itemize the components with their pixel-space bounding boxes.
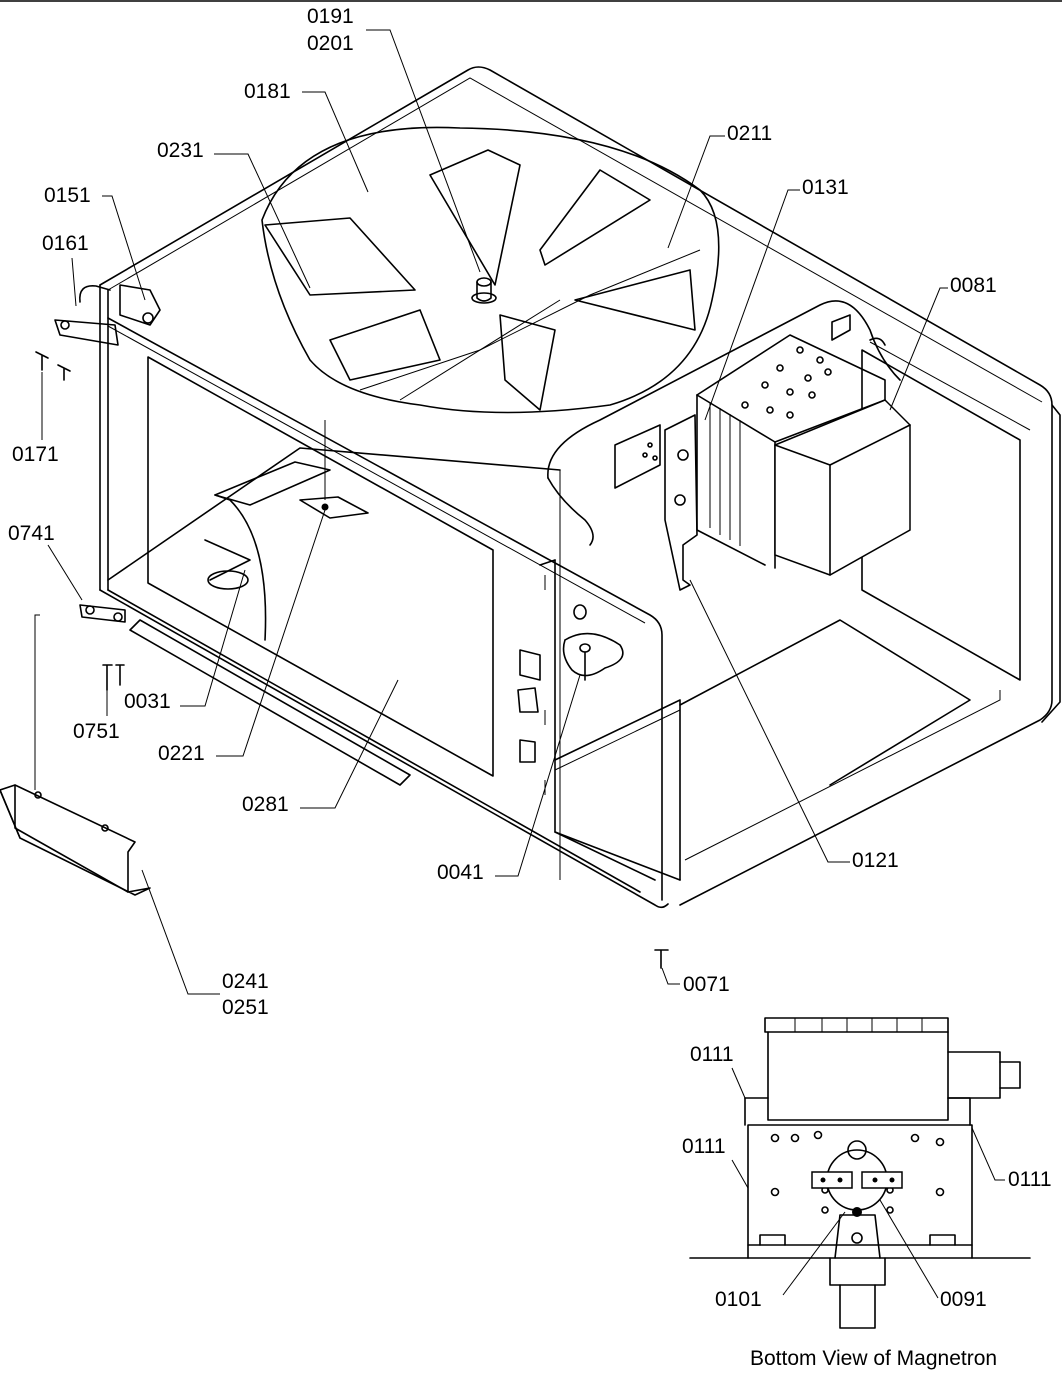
part-label: 0201 [307, 32, 354, 55]
part-label: 0131 [802, 176, 849, 199]
part-label: 0041 [437, 861, 484, 884]
part-label: 0071 [683, 973, 730, 996]
part-label: 0081 [950, 274, 997, 297]
part-label: 0171 [12, 443, 59, 466]
part-label: 0121 [852, 849, 899, 872]
magnetron-bottom-view [689, 1017, 1031, 1329]
leader-lines [34, 29, 1005, 1299]
part-label: 0281 [242, 793, 289, 816]
part-label: 0211 [727, 122, 772, 145]
cabinet-drawing [35, 66, 1061, 969]
part-label: 0181 [244, 80, 291, 103]
part-label: 0151 [44, 184, 91, 207]
part-label: 0241 [222, 970, 269, 993]
part-label: 0101 [715, 1288, 762, 1311]
part-label: 0111 [682, 1135, 726, 1158]
air-duct [0, 784, 151, 896]
part-label: 0191 [307, 5, 354, 28]
magnetron-assembly [547, 300, 911, 591]
part-label: 0221 [158, 742, 205, 765]
part-label: 0161 [42, 232, 89, 255]
part-labels: 0191 0201 0181 0231 0211 0131 0151 0161 … [8, 5, 1052, 1370]
diagram-caption: Bottom View of Magnetron [750, 1347, 997, 1370]
part-label: 0741 [8, 522, 55, 545]
part-label: 0091 [940, 1288, 987, 1311]
fan-assembly [261, 126, 720, 414]
part-label: 0111 [1008, 1168, 1052, 1191]
part-label: 0031 [124, 690, 171, 713]
part-label: 0231 [157, 139, 204, 162]
part-label: 0111 [690, 1043, 734, 1066]
part-label: 0251 [222, 996, 269, 1019]
part-label: 0751 [73, 720, 120, 743]
